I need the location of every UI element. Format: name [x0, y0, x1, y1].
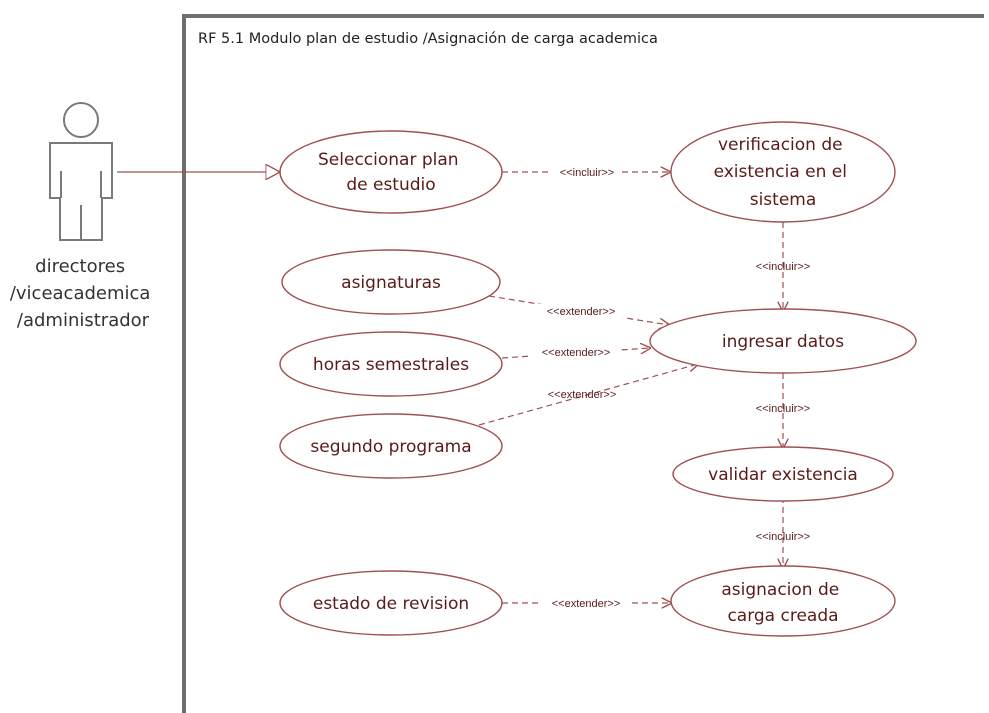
use-case-segundo-programa [279, 413, 503, 479]
use-case-asignacion-carga [670, 565, 896, 637]
use-case-seleccionar-plan [279, 130, 503, 214]
use-case-label-validar: validar existencia [708, 465, 858, 485]
use-case-verificacion [670, 121, 896, 223]
relation-labels: <<incluir>> <<incluir>> <<extender>> <<e… [532, 165, 810, 610]
use-case-label-line: carga creada [727, 606, 838, 626]
use-case-asignaturas [281, 249, 501, 315]
use-case-ingresar-datos [649, 308, 917, 374]
relation-label-est-asig: <<extender>> [552, 598, 621, 610]
use-case-label-asignaturas: asignaturas [341, 273, 441, 293]
system-title: RF 5.1 Modulo plan de estudio /Asignació… [198, 31, 658, 47]
use-case-label-horas: horas semestrales [313, 355, 469, 375]
use-case-estado-revision [279, 570, 503, 636]
actor-label-line: /viceacademica [10, 283, 151, 304]
relation-label-ing-val: <<incluir>> [756, 403, 810, 415]
use-case-label-ingresar: ingresar datos [722, 332, 844, 352]
actor-label-line: /administrador [17, 310, 150, 331]
use-case-label-line: asignacion de [721, 580, 839, 600]
system-boundary [182, 14, 984, 713]
use-case-label-line: sistema [750, 190, 817, 210]
relation-label-horas-ing: <<extender>> [542, 347, 611, 359]
actor-label: directores /viceacademica /administrador [10, 256, 156, 331]
relation-label-val-asig: <<incluir>> [756, 531, 810, 543]
relation-line-seg-ing [478, 364, 698, 426]
use-case-label-seleccionar: Seleccionar plan de estudio [318, 150, 464, 195]
use-case-validar-existencia [672, 446, 894, 502]
use-case-label-line: de estudio [346, 175, 435, 195]
relation-label-sel-ver: <<incluir>> [560, 167, 614, 179]
use-case-label-line: verificacion de [718, 135, 843, 155]
relation-label-ver-ing: <<incluir>> [756, 261, 810, 273]
actor-label-line: directores [35, 256, 125, 277]
actor-icon [49, 102, 113, 241]
use-case-horas-semestrales [279, 331, 503, 397]
relation-label-asig-ing: <<extender>> [547, 306, 616, 318]
use-case-label-asignacion: asignacion de carga creada [721, 580, 844, 626]
use-case-label-segundo: segundo programa [310, 437, 471, 457]
use-case-label-line: existencia en el [714, 162, 847, 182]
use-case-label-line: Seleccionar plan [318, 150, 459, 170]
relation-label-seg-ing: <<extender>> [548, 389, 617, 401]
use-case-labels: Seleccionar plan de estudio verificacion… [310, 135, 857, 626]
use-case-label-estado: estado de revision [313, 594, 469, 614]
use-case-label-verificacion: verificacion de existencia en el sistema [714, 135, 853, 210]
